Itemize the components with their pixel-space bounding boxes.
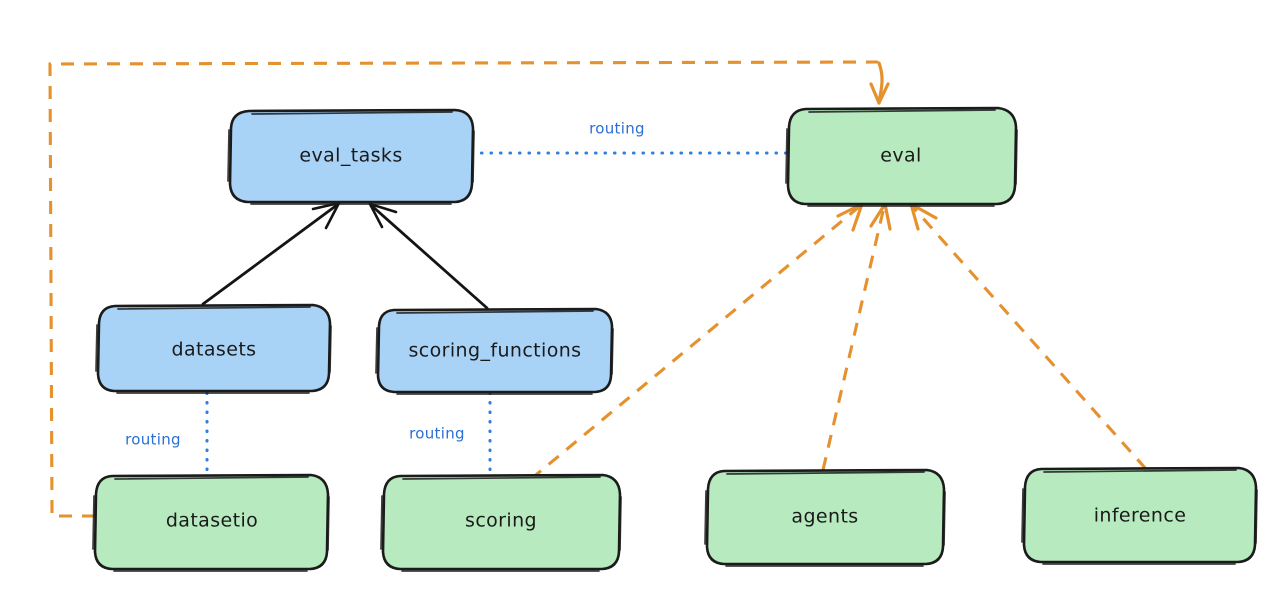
node-datasetio[interactable]: datasetio (92, 473, 330, 572)
edge-inference-eval (909, 202, 1148, 471)
edge-label-routing-datasetio: routing (125, 431, 181, 449)
edge-label-routing-eval: routing (589, 120, 645, 138)
edge-datasets-eval_tasks (201, 201, 341, 306)
node-datasets[interactable]: datasets (95, 303, 332, 394)
node-label-scoring: scoring (465, 510, 537, 532)
edge-label-routing-scoring: routing (409, 425, 465, 443)
node-label-scoring_functions: scoring_functions (409, 340, 582, 362)
node-scoring_functions[interactable]: scoring_functions (375, 307, 614, 395)
node-label-inference: inference (1094, 505, 1187, 527)
node-agents[interactable]: agents (704, 468, 946, 567)
node-label-datasetio: datasetio (166, 510, 258, 532)
edge-agents-eval (821, 202, 892, 471)
edge-datasetio-eval (48, 60, 890, 518)
node-inference[interactable]: inference (1021, 466, 1258, 565)
node-eval[interactable]: eval (785, 106, 1018, 207)
node-eval_tasks[interactable]: eval_tasks (227, 108, 475, 205)
edge-scoring_functions-eval_tasks (368, 202, 489, 310)
node-label-datasets: datasets (172, 339, 257, 361)
node-label-agents: agents (791, 506, 858, 528)
node-scoring[interactable]: scoring (380, 473, 622, 572)
node-label-eval_tasks: eval_tasks (299, 145, 402, 167)
node-label-eval: eval (880, 145, 921, 167)
